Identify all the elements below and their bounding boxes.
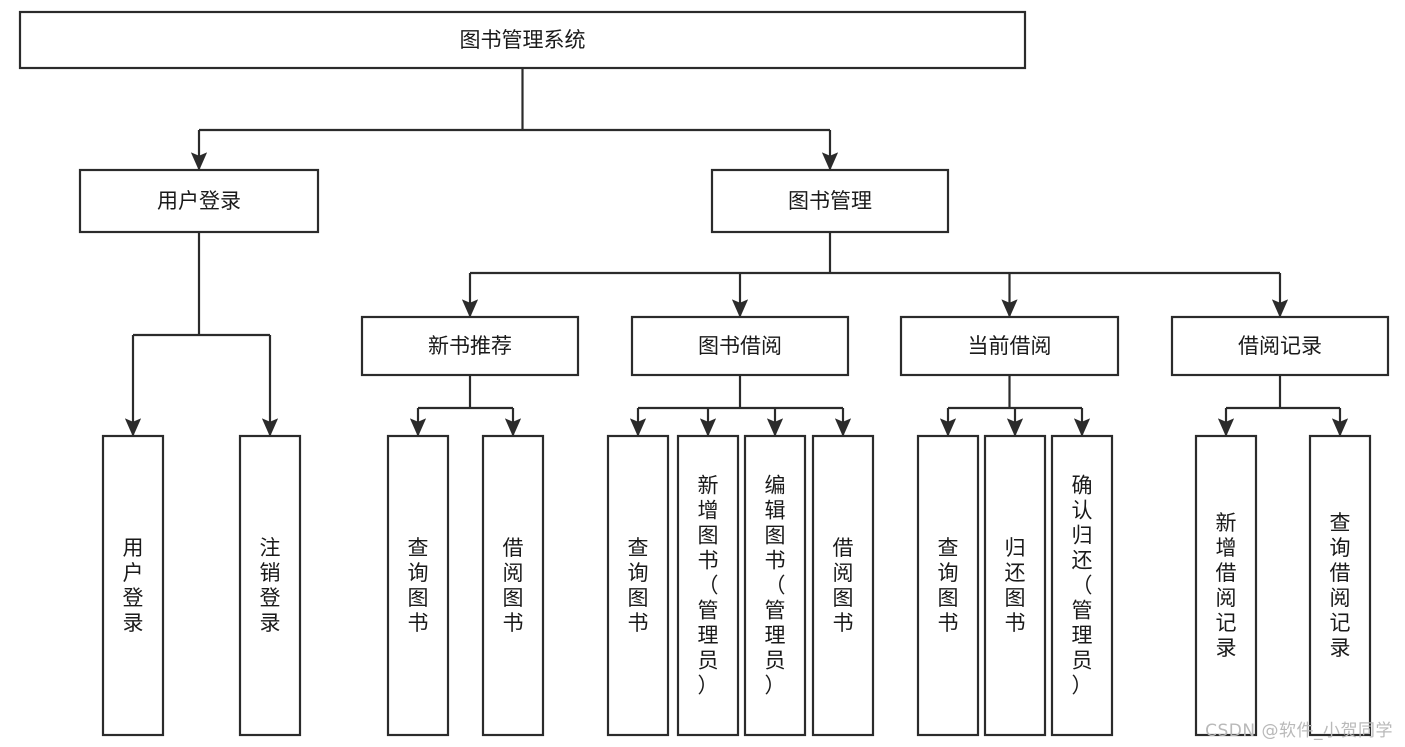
node-l3-rquery[interactable]: 查询借阅记录 [1308,434,1372,737]
node-label: 借阅图书 [833,536,854,635]
node-l3-new-borrow[interactable]: 借阅图书 [481,434,545,737]
node-label: 借阅图书 [503,536,524,635]
node-l3-new-query[interactable]: 查询图书 [386,434,450,737]
node-box[interactable] [1170,315,1390,377]
node-box[interactable] [481,434,545,737]
node-l3-user-logout[interactable]: 注销登录 [238,434,302,737]
node-l3-badd[interactable]: 新增图书（管理员） [676,434,740,737]
node-box[interactable] [606,434,670,737]
connector-layer [124,68,1349,437]
node-root[interactable]: 图书管理系统 [18,10,1027,70]
node-label: 图书管理 [788,189,872,213]
node-l2-borrow[interactable]: 图书借阅 [630,315,850,377]
node-l2-newbook[interactable]: 新书推荐 [360,315,580,377]
node-box[interactable] [899,315,1120,377]
node-l3-user-login[interactable]: 用户登录 [101,434,165,737]
node-label: 新书推荐 [428,334,512,358]
node-label: 新增借阅记录 [1216,511,1237,660]
node-label: 查询图书 [408,536,429,635]
node-l2-current[interactable]: 当前借阅 [899,315,1120,377]
node-box[interactable] [1050,434,1114,737]
node-box[interactable] [743,434,807,737]
node-label: 新增图书（管理员） [698,474,719,698]
node-l2-record[interactable]: 借阅记录 [1170,315,1390,377]
node-box[interactable] [983,434,1047,737]
node-box[interactable] [101,434,165,737]
node-box[interactable] [916,434,980,737]
node-box[interactable] [78,168,320,234]
node-label: 注销登录 [260,536,281,635]
node-label: 确认归还（管理员） [1072,474,1093,698]
node-box[interactable] [676,434,740,737]
node-box[interactable] [630,315,850,377]
node-l1-book[interactable]: 图书管理 [710,168,950,234]
node-l1-user[interactable]: 用户登录 [78,168,320,234]
node-label: 用户登录 [157,189,241,213]
node-label: 借阅记录 [1238,334,1322,358]
node-l3-cconfirm[interactable]: 确认归还（管理员） [1050,434,1114,737]
node-label: 当前借阅 [968,334,1052,358]
node-box[interactable] [1308,434,1372,737]
node-box[interactable] [1194,434,1258,737]
node-box[interactable] [18,10,1027,70]
node-l3-radd[interactable]: 新增借阅记录 [1194,434,1258,737]
node-label: 用户登录 [123,536,144,635]
node-label: 编辑图书（管理员） [765,474,786,698]
node-label: 查询图书 [938,536,959,635]
node-box[interactable] [238,434,302,737]
node-label: 图书管理系统 [460,28,586,52]
node-l3-bedit[interactable]: 编辑图书（管理员） [743,434,807,737]
node-layer: 图书管理系统用户登录图书管理新书推荐图书借阅当前借阅借阅记录用户登录注销登录查询… [18,10,1390,737]
node-label: 归还图书 [1005,536,1026,635]
node-l3-creturn[interactable]: 归还图书 [983,434,1047,737]
node-l3-bq[interactable]: 查询图书 [606,434,670,737]
node-label: 查询图书 [628,536,649,635]
node-label: 查询借阅记录 [1330,511,1351,660]
node-box[interactable] [710,168,950,234]
node-box[interactable] [360,315,580,377]
node-box[interactable] [386,434,450,737]
node-l3-cq[interactable]: 查询图书 [916,434,980,737]
node-label: 图书借阅 [698,334,782,358]
node-l3-bborrow[interactable]: 借阅图书 [811,434,875,737]
node-box[interactable] [811,434,875,737]
